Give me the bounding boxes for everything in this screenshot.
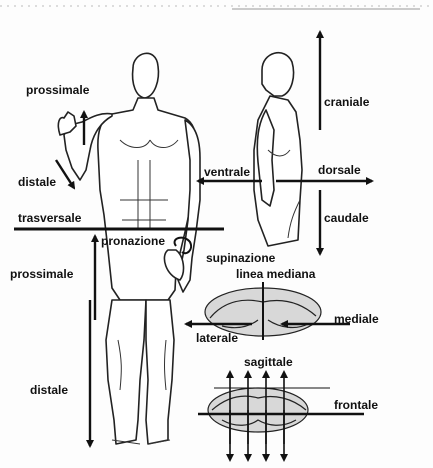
label-laterale: laterale (196, 332, 238, 344)
label-sagittale: sagittale (244, 356, 293, 368)
label-craniale: craniale (324, 96, 369, 108)
label-distale-arm: distale (18, 176, 56, 188)
label-prossimale-arm: prossimale (26, 84, 89, 96)
label-caudale: caudale (324, 212, 369, 224)
label-pronazione: pronazione (101, 235, 165, 247)
label-ventrale: ventrale (204, 166, 250, 178)
label-dorsale: dorsale (318, 164, 361, 176)
side-head (262, 53, 294, 96)
brain-frontal-view (208, 388, 308, 432)
label-prossimale-leg: prossimale (10, 268, 73, 280)
label-linea-mediana: linea mediana (236, 268, 315, 280)
front-right-leg (106, 300, 146, 444)
label-mediale: mediale (334, 313, 379, 325)
front-head (133, 53, 159, 98)
scan-border (0, 6, 433, 9)
label-supinazione: supinazione (206, 252, 275, 264)
label-frontale: frontale (334, 399, 378, 411)
front-left-leg (146, 300, 174, 444)
front-body-figure (58, 53, 200, 444)
label-trasversale: trasversale (18, 212, 81, 224)
side-body-figure (254, 53, 302, 246)
label-distale-leg: distale (30, 384, 68, 396)
